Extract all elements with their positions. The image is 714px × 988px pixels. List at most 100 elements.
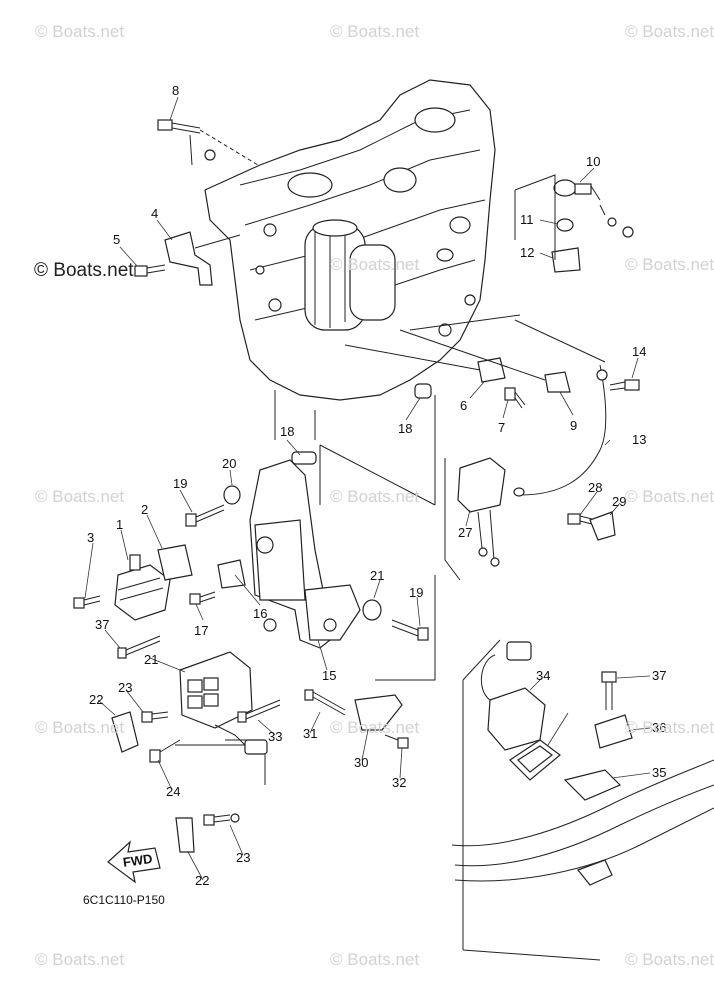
callout-17: 17 bbox=[194, 623, 208, 638]
callout-25: 27 bbox=[458, 525, 472, 540]
watermark: © Boats.net bbox=[625, 718, 714, 737]
part-29-bolt bbox=[304, 689, 346, 716]
callout-labels: 8 4 5 10 11 12 14 13 6 7 9 18 18 20 19 2… bbox=[87, 83, 666, 888]
part-17-screw bbox=[189, 591, 216, 605]
callout-22b: 22 bbox=[195, 873, 209, 888]
callout-18a: 18 bbox=[398, 421, 412, 436]
callout-29: 31 bbox=[303, 726, 317, 741]
callout-16: 16 bbox=[253, 606, 267, 621]
callout-8: 8 bbox=[172, 83, 179, 98]
cowling-edge bbox=[451, 759, 714, 886]
watermark: © Boats.net bbox=[330, 950, 420, 969]
watermark: © Boats.net bbox=[625, 487, 714, 506]
watermark: © Boats.net bbox=[35, 718, 125, 737]
part-23-bolt bbox=[141, 711, 240, 826]
part-31-bolt bbox=[237, 699, 281, 723]
part-5-bolt bbox=[134, 264, 166, 277]
part-30-screw bbox=[384, 734, 409, 749]
callout-15: 15 bbox=[322, 668, 336, 683]
main-watermark: © Boats.net bbox=[34, 260, 134, 281]
part-11-washer bbox=[556, 218, 574, 232]
callout-5: 5 bbox=[113, 232, 120, 247]
part-27-cap bbox=[589, 511, 616, 541]
callout-23a: 23 bbox=[118, 680, 132, 695]
part-19-bolt bbox=[185, 504, 429, 641]
callout-32: 34 bbox=[536, 668, 550, 683]
fwd-arrow-icon bbox=[107, 840, 161, 884]
callout-12: 12 bbox=[520, 245, 534, 260]
part-1-relay bbox=[114, 554, 171, 621]
part-24-bolt bbox=[149, 739, 181, 763]
callout-26: 28 bbox=[588, 480, 602, 495]
callout-18b: 18 bbox=[280, 424, 294, 439]
callout-2: 2 bbox=[141, 502, 148, 517]
callout-33: 35 bbox=[652, 765, 666, 780]
callout-28: 30 bbox=[354, 755, 368, 770]
part-14-bolt bbox=[609, 379, 640, 391]
watermark: © Boats.net bbox=[625, 950, 714, 969]
watermark: © Boats.net bbox=[330, 22, 420, 41]
callout-10: 10 bbox=[586, 154, 600, 169]
part-33-plate bbox=[563, 769, 622, 801]
callout-30: 32 bbox=[392, 775, 406, 790]
callout-27: 29 bbox=[612, 494, 626, 509]
watermark: © Boats.net bbox=[625, 22, 714, 41]
part-12-clamp bbox=[551, 247, 581, 273]
callout-37: 37 bbox=[95, 617, 109, 632]
watermark: © Boats.net bbox=[330, 255, 420, 274]
callout-11: 11 bbox=[520, 212, 534, 227]
callout-3: 3 bbox=[87, 530, 94, 545]
callout-1: 1 bbox=[116, 517, 123, 532]
part-36-seal bbox=[509, 739, 561, 781]
part-37-screw bbox=[117, 635, 161, 659]
part-28-bracket bbox=[354, 694, 403, 731]
callout-21: 21 bbox=[144, 652, 158, 667]
callout-20b: 21 bbox=[370, 568, 384, 583]
callout-31: 33 bbox=[268, 729, 282, 744]
watermark: © Boats.net bbox=[35, 22, 125, 41]
watermark: © Boats.net bbox=[330, 718, 420, 737]
diagram-code: 6C1C110-P150 bbox=[83, 893, 165, 907]
part-32-harness bbox=[480, 641, 546, 751]
callout-6: 6 bbox=[460, 398, 467, 413]
watermark: © Boats.net bbox=[35, 487, 125, 506]
callout-34: 36 bbox=[652, 720, 666, 735]
part-16-clip bbox=[217, 559, 246, 589]
part-2-cover bbox=[157, 544, 193, 581]
callout-19a: 19 bbox=[173, 476, 187, 491]
callout-24: 24 bbox=[166, 784, 180, 799]
callout-14: 14 bbox=[632, 344, 646, 359]
watermark: © Boats.net bbox=[35, 950, 125, 969]
part-8-bolt bbox=[157, 119, 216, 166]
part-35-bolt bbox=[601, 671, 617, 710]
callout-19b: 19 bbox=[409, 585, 423, 600]
callout-22a: 22 bbox=[89, 692, 103, 707]
part-20-grommet bbox=[223, 485, 382, 621]
part-34-clip bbox=[594, 714, 633, 749]
part-25-rectifier bbox=[457, 457, 506, 567]
part-3-screw bbox=[73, 595, 101, 609]
part-7-bolt bbox=[504, 387, 526, 409]
part-9-clip bbox=[544, 371, 571, 393]
part-15-bracket bbox=[249, 459, 361, 649]
leader-lines bbox=[84, 96, 651, 881]
callout-20a: 20 bbox=[222, 456, 236, 471]
fwd-label: FWD bbox=[122, 851, 153, 870]
part-13-lead bbox=[513, 364, 608, 497]
part-connector bbox=[214, 724, 268, 755]
part-10-fitting bbox=[553, 179, 634, 238]
callout-7: 7 bbox=[498, 420, 505, 435]
callout-23b: 23 bbox=[236, 850, 250, 865]
part-18-bushing bbox=[414, 383, 432, 399]
part-4-bracket bbox=[164, 231, 213, 286]
engine-block bbox=[204, 79, 496, 401]
callout-9: 9 bbox=[570, 418, 577, 433]
watermark: © Boats.net bbox=[330, 487, 420, 506]
callout-13: 13 bbox=[632, 432, 646, 447]
part-18b-bushing bbox=[291, 451, 317, 465]
watermark: © Boats.net bbox=[625, 255, 714, 274]
part-22-cap bbox=[111, 711, 195, 853]
callout-35: 37 bbox=[652, 668, 666, 683]
part-21-cdi-unit bbox=[179, 651, 253, 729]
